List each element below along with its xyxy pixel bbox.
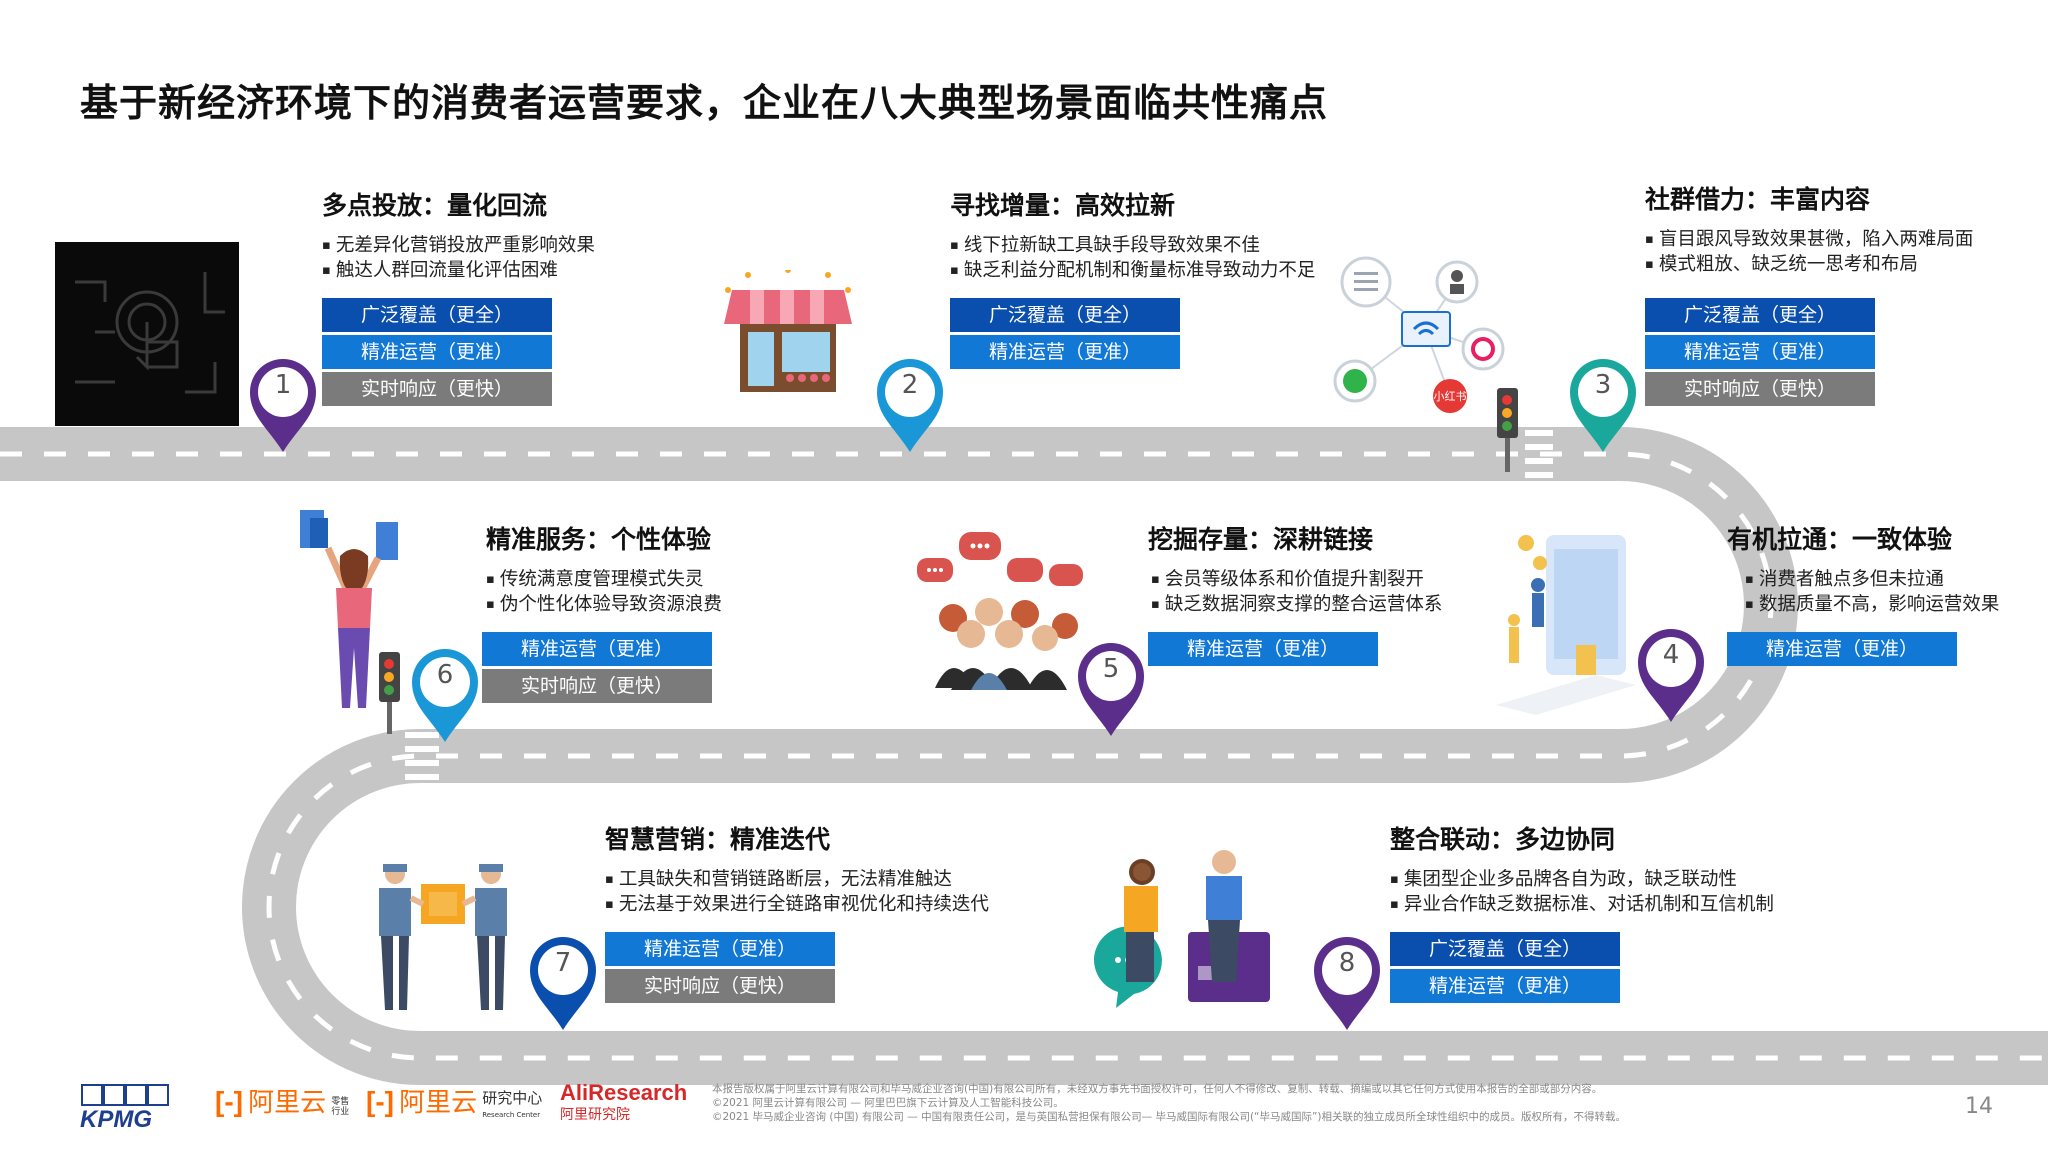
scenario-2: 寻找增量：高效拉新 线下拉新缺工具缺手段导致效果不佳缺乏利益分配机制和衡量标准导… (950, 186, 1315, 372)
scenario-6: 精准服务：个性体验 传统满意度管理模式失灵伪个性化体验导致资源浪费 精准运营（更… (482, 520, 722, 706)
bullet: 无差异化营销投放严重影响效果 (322, 234, 595, 259)
scenario-title: 社群借力：丰富内容 (1645, 185, 1871, 214)
location-pin-5: 5 (1076, 640, 1146, 740)
delivery-handover-icon (365, 862, 525, 1016)
social-network-icon: 小红书 (1330, 254, 1520, 418)
bullet: 传统满意度管理模式失灵 (486, 568, 722, 593)
tag-precision: 精准运营（更准） (1727, 632, 1957, 666)
scenario-title: 挖掘存量：深耕链接 (1148, 525, 1374, 554)
bullet: 异业合作缺乏数据标准、对话机制和互信机制 (1390, 893, 1774, 918)
scenario-title: 寻找增量：高效拉新 (950, 191, 1176, 220)
location-pin-1: 1 (248, 356, 318, 456)
crowd-chat-icon (915, 530, 1095, 694)
tag-realtime: 实时响应（更快） (605, 969, 835, 1003)
location-pin-7: 7 (528, 934, 598, 1034)
page-number: 14 (1965, 1094, 1993, 1119)
scenario-title: 有机拉通：一致体验 (1727, 525, 1953, 554)
location-pin-6: 6 (410, 646, 480, 746)
bullet: 盲目跟风导致效果甚微，陷入两难局面 (1645, 228, 1974, 253)
shopper-with-bags-icon (278, 508, 418, 732)
scenario-1: 多点投放：量化回流 无差异化营销投放严重影响效果触达人群回流量化评估困难 广泛覆… (322, 186, 595, 409)
bullet: 缺乏利益分配机制和衡量标准导致动力不足 (950, 259, 1316, 284)
scenario-8: 整合联动：多边协同 集团型企业多品牌各自为政，缺乏联动性异业合作缺乏数据标准、对… (1390, 820, 1774, 1006)
page-title: 基于新经济环境下的消费者运营要求，企业在八大典型场景面临共性痛点 (80, 81, 1329, 125)
traffic-light-top (1497, 388, 1518, 472)
tag-coverage: 广泛覆盖（更全） (322, 298, 552, 332)
tag-realtime: 实时响应（更快） (482, 669, 712, 703)
tag-coverage: 广泛覆盖（更全） (1645, 298, 1875, 332)
scenario-title: 精准服务：个性体验 (486, 525, 712, 554)
tag-precision: 精准运营（更准） (322, 335, 552, 369)
location-pin-3: 3 (1568, 356, 1638, 456)
aliresearch-logo: AliResearch 阿里研究院 (560, 1080, 688, 1123)
tag-precision: 精准运营（更准） (1390, 969, 1620, 1003)
tag-coverage: 广泛覆盖（更全） (950, 298, 1180, 332)
kpmg-logo: KPMG (80, 1084, 172, 1132)
scenario-7: 智慧营销：精准迭代 工具缺失和营销链路断层，无法精准触达无法基于效果进行全链路审… (605, 820, 989, 1006)
bullet: 缺乏数据洞察支撑的整合运营体系 (1151, 593, 1443, 618)
tag-precision: 精准运营（更准） (605, 932, 835, 966)
bullet: 数据质量不高，影响运营效果 (1745, 593, 2000, 618)
crosswalk-mid (405, 732, 439, 780)
bullet: 触达人群回流量化评估困难 (322, 259, 595, 284)
bullet: 伪个性化体验导致资源浪费 (486, 593, 722, 618)
tag-precision: 精准运营（更准） (950, 335, 1180, 369)
scenario-title: 整合联动：多边协同 (1390, 825, 1616, 854)
location-pin-8: 8 (1312, 934, 1382, 1034)
crosswalk-top (1525, 430, 1553, 478)
touch-screen-icon (55, 242, 239, 430)
scenario-title: 多点投放：量化回流 (322, 191, 548, 220)
tag-precision: 精准运营（更准） (482, 632, 712, 666)
location-pin-2: 2 (875, 356, 945, 456)
aliyun-retail-logo: [-] 阿里云 零售行业 (215, 1086, 350, 1118)
tag-precision: 精准运营（更准） (1148, 632, 1378, 666)
xiaohongshu-icon-label: 小红书 (1434, 390, 1467, 403)
storefront-icon (718, 267, 858, 404)
bullet: 集团型企业多品牌各自为政，缺乏联动性 (1390, 868, 1774, 893)
scenario-title: 智慧营销：精准迭代 (605, 825, 831, 854)
people-chatting-icon (1090, 848, 1290, 1012)
bullet: 会员等级体系和价值提升割裂开 (1151, 568, 1442, 593)
bullet: 线下拉新缺工具缺手段导致效果不佳 (950, 234, 1315, 259)
bullet: 工具缺失和营销链路断层，无法精准触达 (605, 868, 989, 893)
copyright-notice: 本报告版权属于阿里云计算有限公司和毕马威企业咨询(中国)有限公司所有，未经双方事… (712, 1083, 1627, 1123)
scenario-5: 挖掘存量：深耕链接 会员等级体系和价值提升割裂开缺乏数据洞察支撑的整合运营体系 … (1148, 520, 1442, 669)
bullet: 无法基于效果进行全链路审视优化和持续迭代 (605, 893, 989, 918)
scenario-4: 有机拉通：一致体验 消费者触点多但未拉通数据质量不高，影响运营效果 精准运营（更… (1727, 520, 1999, 669)
mobile-shopping-icon (1476, 525, 1636, 719)
traffic-light-mid (379, 652, 400, 734)
tag-coverage: 广泛覆盖（更全） (1390, 932, 1620, 966)
tag-realtime: 实时响应（更快） (1645, 372, 1875, 406)
location-pin-4: 4 (1636, 626, 1706, 726)
scenario-3: 社群借力：丰富内容 盲目跟风导致效果甚微，陷入两难局面模式粗放、缺乏统一思考和布… (1645, 180, 1973, 409)
tag-realtime: 实时响应（更快） (322, 372, 552, 406)
tag-precision: 精准运营（更准） (1645, 335, 1875, 369)
bullet: 模式粗放、缺乏统一思考和布局 (1645, 253, 1973, 278)
bullet: 消费者触点多但未拉通 (1745, 568, 1999, 593)
